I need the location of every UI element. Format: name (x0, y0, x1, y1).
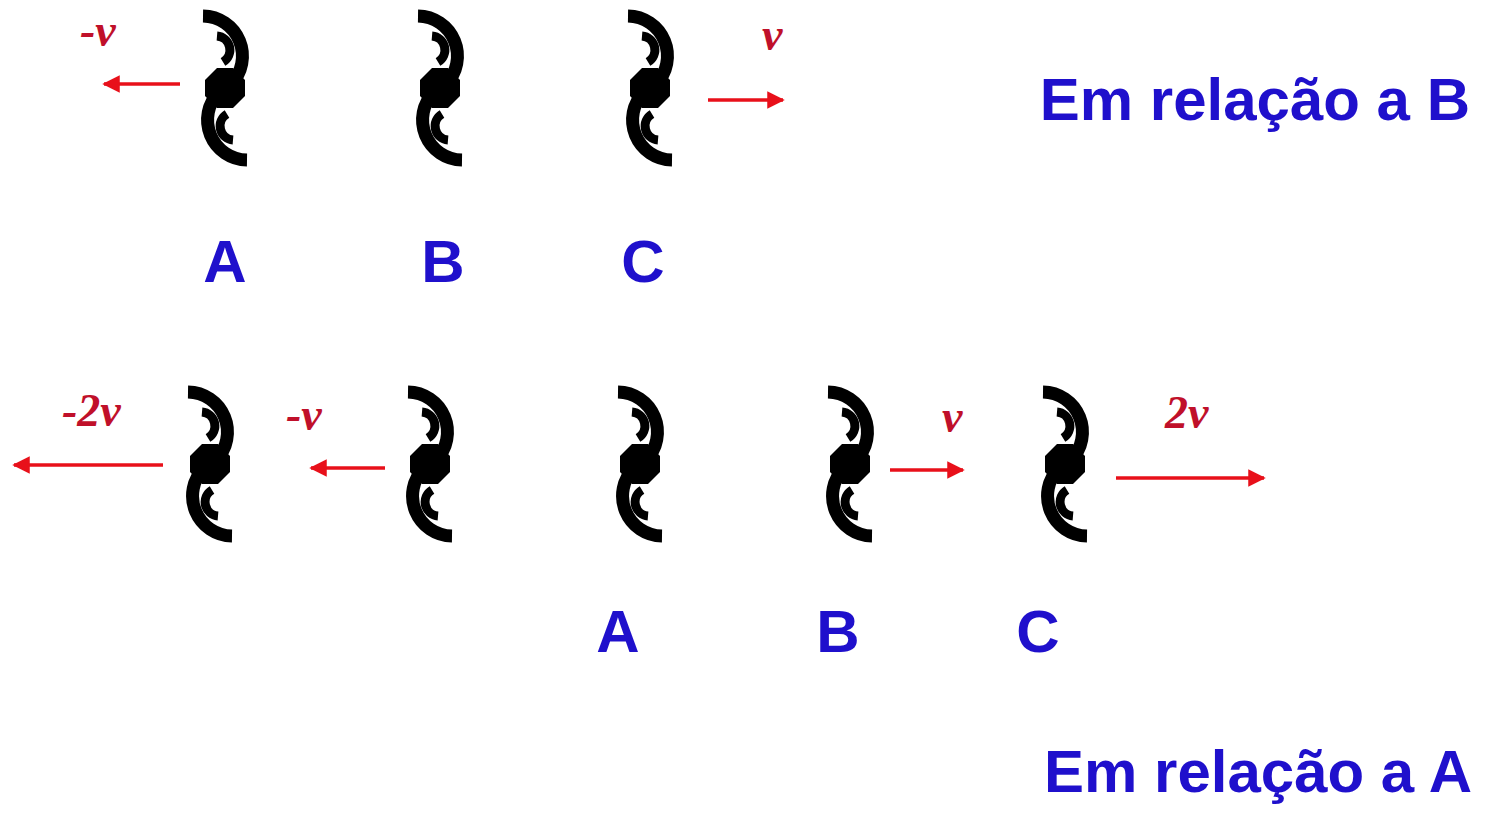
galaxy-name: A (203, 232, 246, 292)
velocity-label: v (762, 12, 782, 58)
galaxy-name: C (621, 232, 664, 292)
velocity-label: -v (80, 8, 116, 54)
velocity-label: v (942, 394, 962, 440)
velocity-label: -2v (62, 388, 121, 434)
velocity-label: -v (286, 392, 322, 438)
galaxy-name: B (816, 602, 859, 662)
galaxy-name: A (596, 602, 639, 662)
frame-caption: Em relação a B (1040, 70, 1470, 130)
frame-caption: Em relação a A (1044, 742, 1472, 802)
galaxy-symbol (188, 16, 1087, 536)
galaxy-name: B (421, 232, 464, 292)
velocity-arrow (14, 84, 1264, 478)
galaxy-name: C (1016, 602, 1059, 662)
velocity-label: 2v (1165, 390, 1208, 436)
